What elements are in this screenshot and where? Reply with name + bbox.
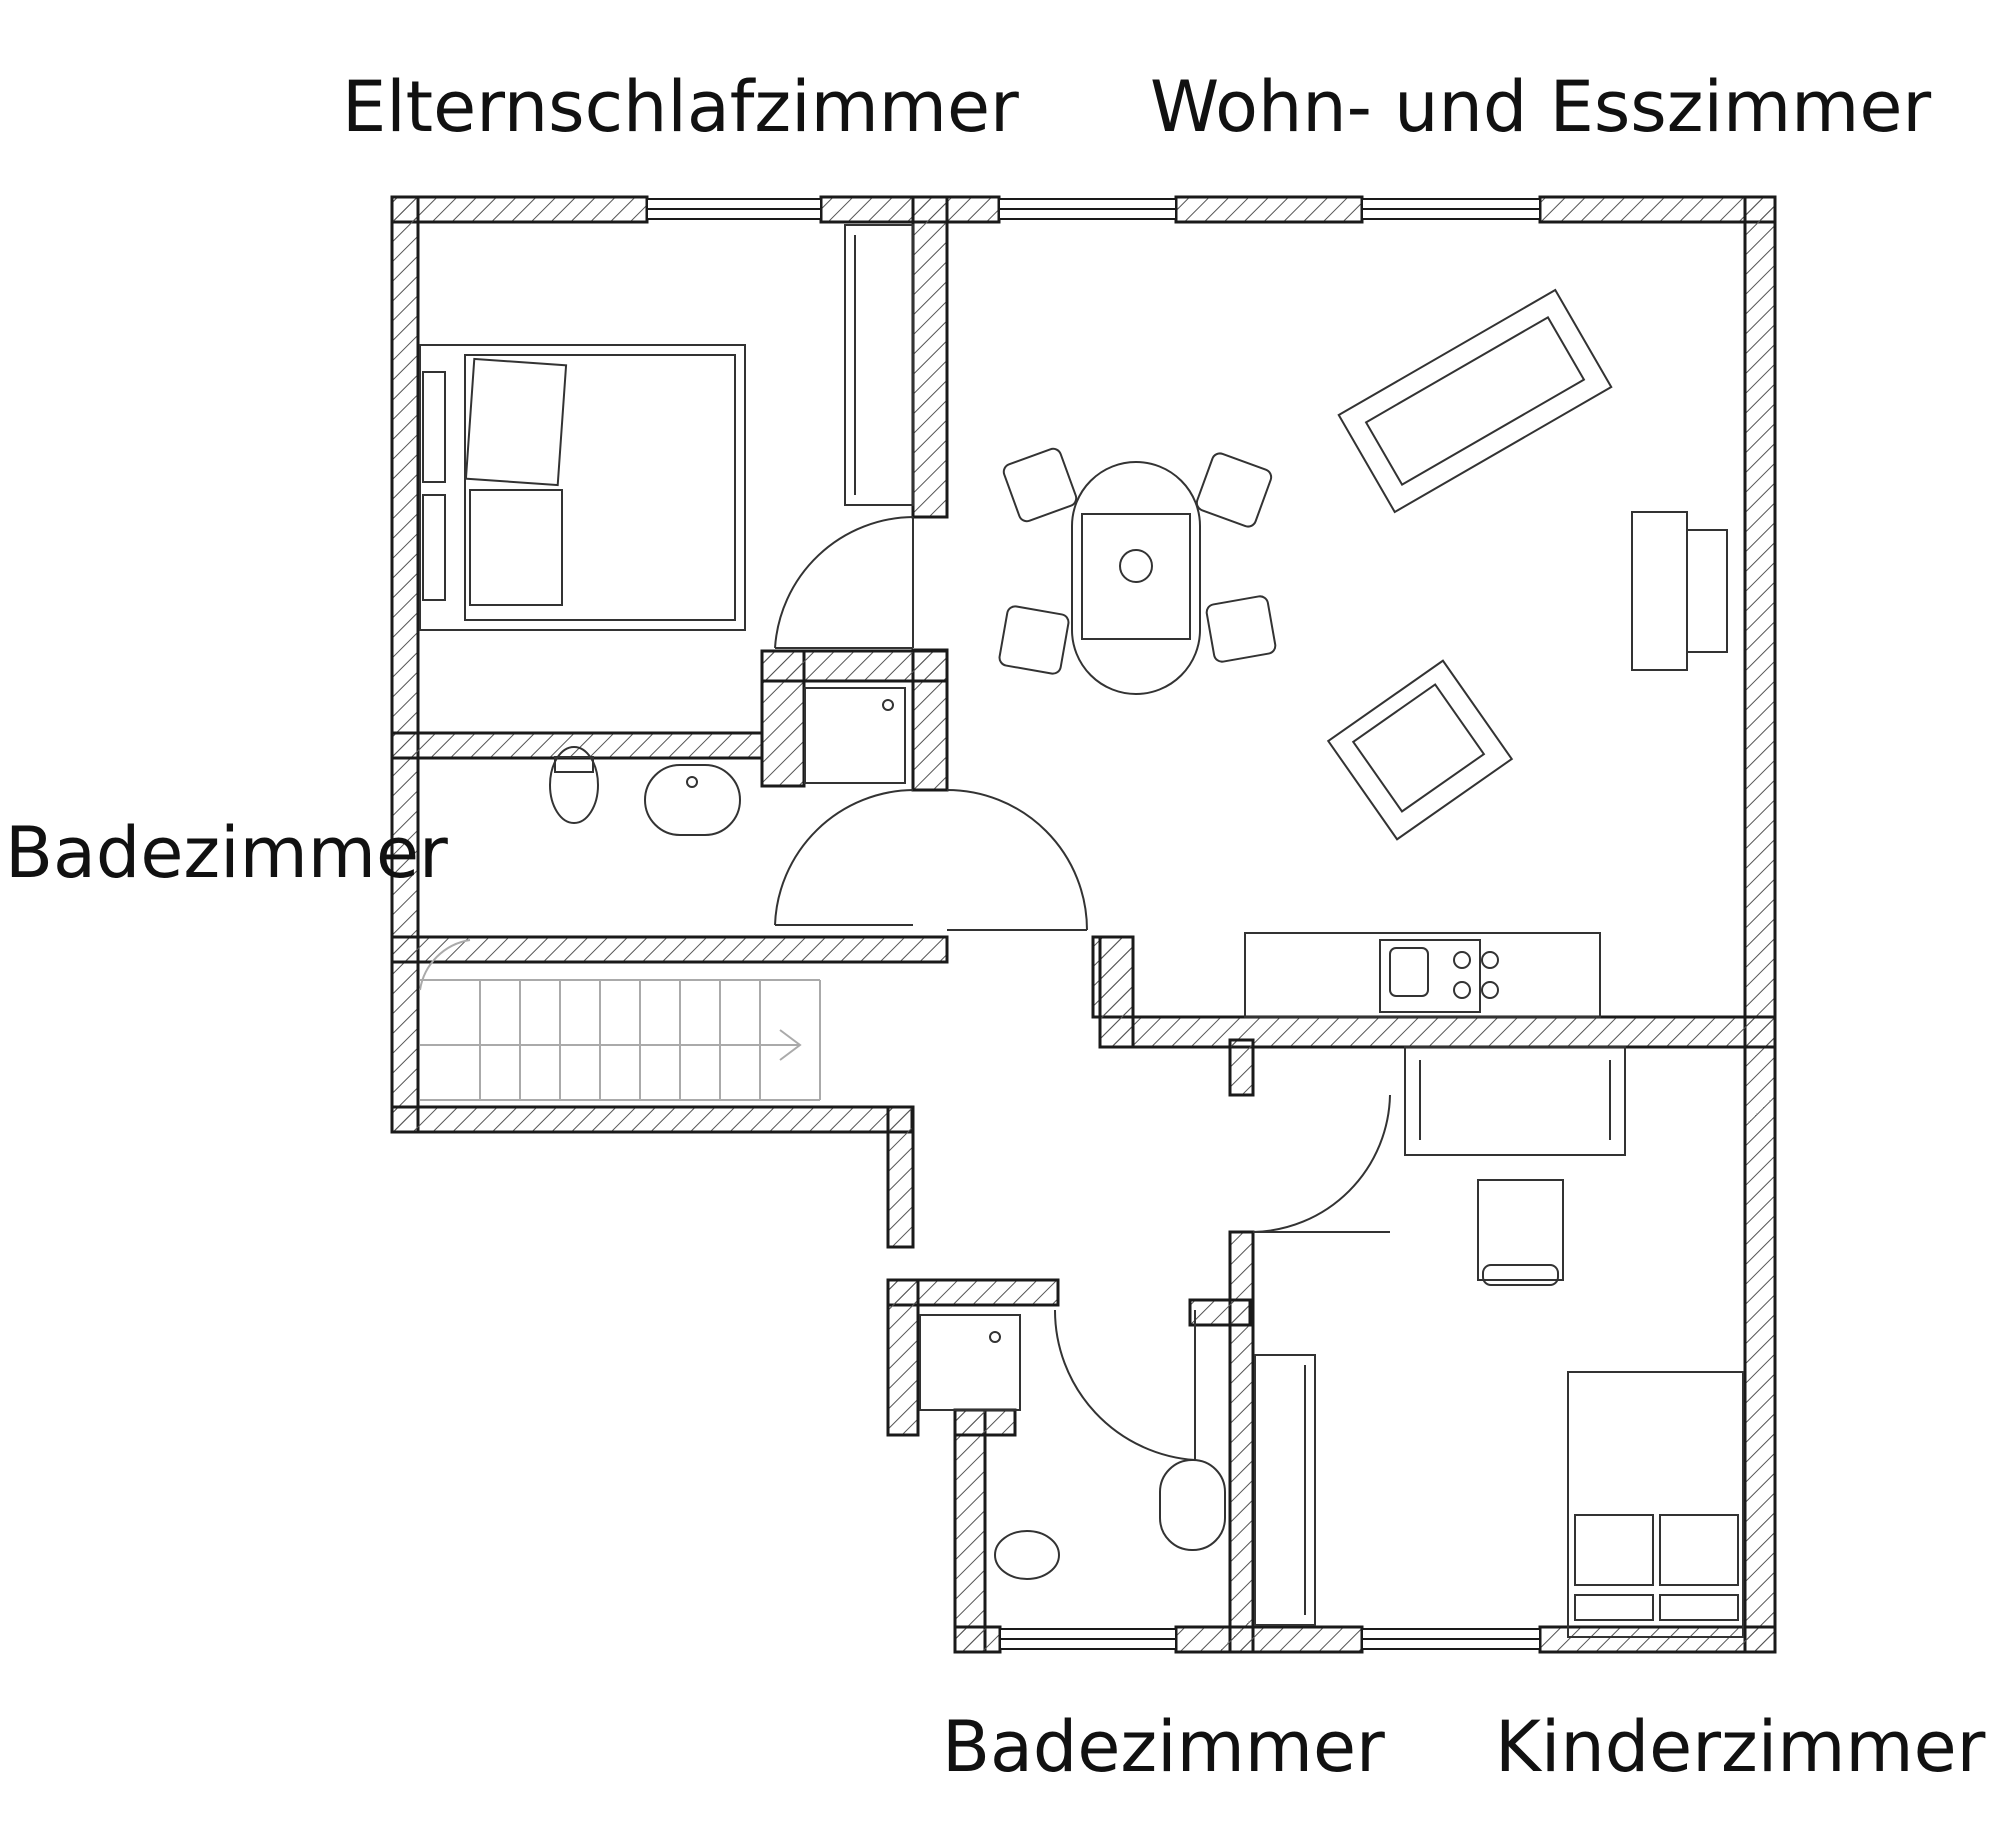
stairs	[419, 939, 821, 1101]
armchair	[1326, 659, 1514, 841]
room-label-bathroom-lower: Badezimmer	[942, 1706, 1385, 1788]
kitchen	[1244, 932, 1601, 1018]
room-label-childrens-room: Kinderzimmer	[1495, 1706, 1986, 1788]
bathroom-upper-fixtures	[549, 687, 906, 836]
double-bed	[419, 344, 746, 631]
sofa	[1337, 288, 1613, 514]
dining-set	[998, 447, 1277, 695]
wardrobe-bedroom	[844, 224, 914, 506]
bathroom-lower-fixtures	[919, 1314, 1226, 1580]
doors	[774, 516, 1391, 1461]
wardrobe-kids	[1254, 1354, 1316, 1626]
room-label-living-dining: Wohn- und Esszimmer	[1150, 66, 1932, 148]
single-bed	[1567, 1371, 1744, 1638]
room-label-bathroom-upper: Badezimmer	[5, 812, 448, 894]
tv-unit	[1631, 511, 1728, 671]
room-label-master-bedroom: Elternschlafzimmer	[342, 66, 1019, 148]
windows	[646, 198, 1541, 1650]
desk-and-chair	[1404, 1046, 1626, 1286]
